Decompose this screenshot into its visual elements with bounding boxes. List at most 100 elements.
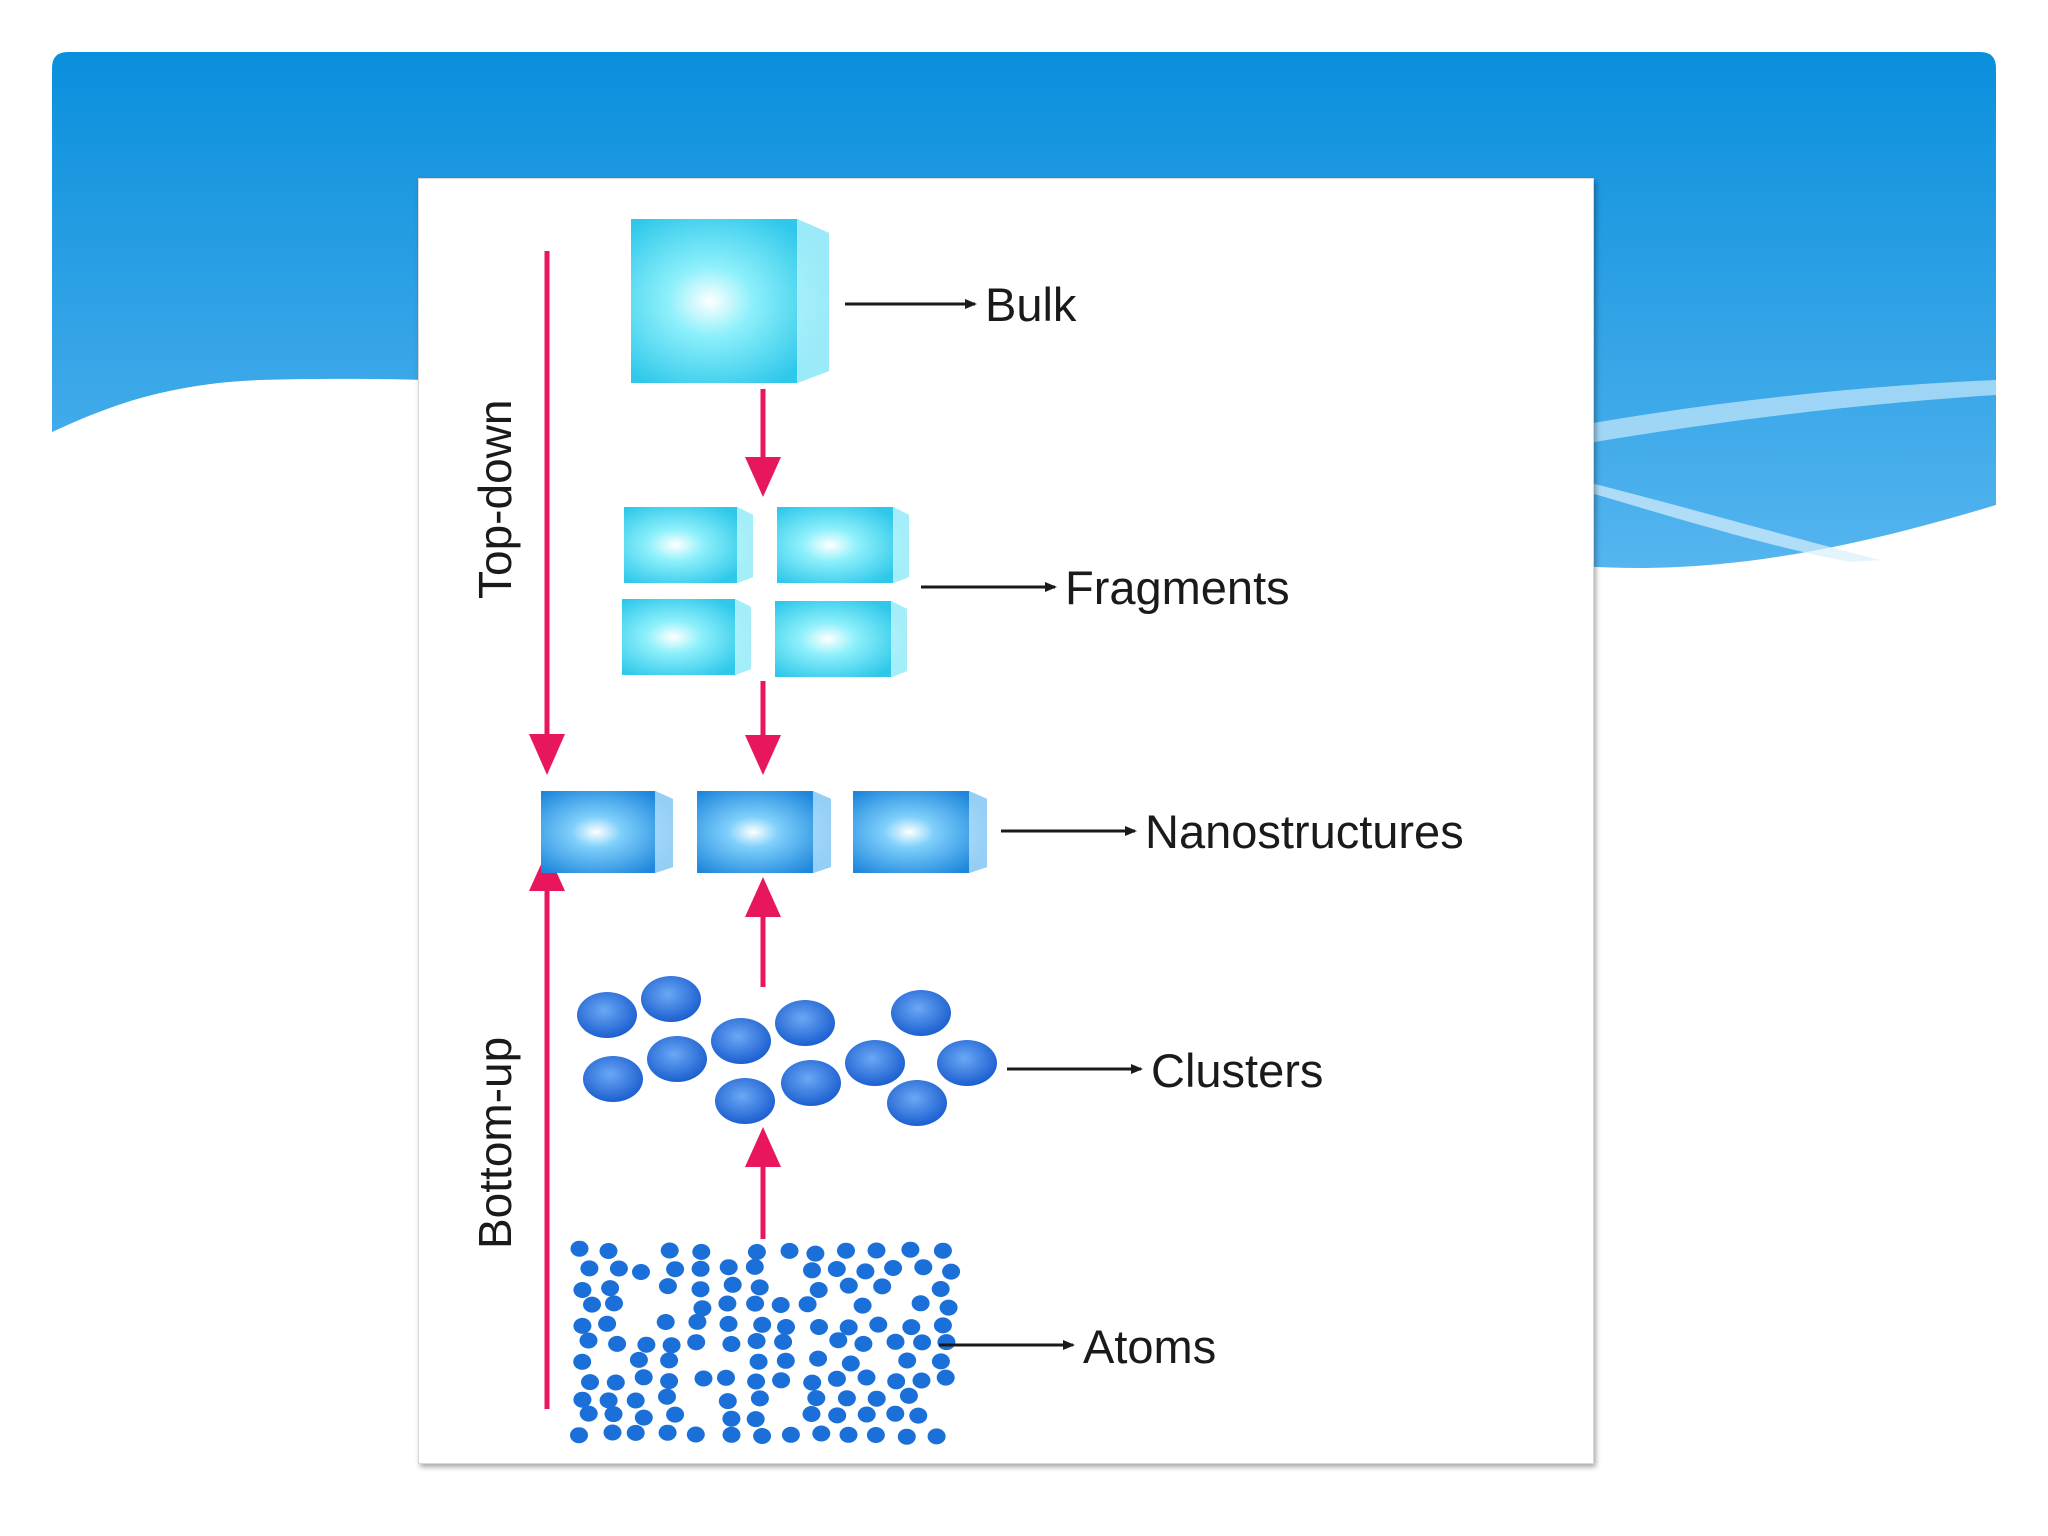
fragment [624,507,753,583]
fragment [775,601,907,677]
atom-dot [777,1319,795,1335]
atom-dot [691,1281,710,1298]
atom-dot [637,1336,656,1353]
atom-dot [909,1407,928,1424]
arrow-bulk-to-fragments [745,389,781,497]
atom-dot [867,1242,886,1259]
atom-dot [634,1409,653,1426]
atom-dot [692,1243,711,1260]
atom-dot [723,1276,742,1293]
nanostructure [697,791,831,873]
atom-dot [573,1353,592,1370]
atom-dot [856,1263,875,1280]
atom-dot [806,1245,825,1262]
atom-dot [747,1244,766,1260]
atom-dot [884,1260,903,1276]
atom-dot [857,1369,876,1386]
atom-dot [747,1333,766,1349]
atom-dot [898,1352,917,1369]
atom-dot [662,1337,681,1354]
atom-dot [666,1261,685,1278]
atom-dot [660,1242,679,1259]
atoms-label: Atoms [1083,1320,1216,1373]
atom-dot [658,1424,677,1441]
atom-dot [827,1261,846,1277]
cluster-particle [583,1056,643,1102]
cluster-particle [845,1040,905,1086]
atoms-group [570,1240,961,1445]
atom-dot [933,1242,952,1259]
atom-dot [841,1355,860,1372]
atom-dot [931,1281,950,1297]
atom-dot [750,1390,769,1407]
atom-dot [660,1373,679,1390]
atom-dot [942,1263,961,1280]
atom-dot [911,1295,930,1312]
atom-dot [931,1353,950,1370]
atom-dot [839,1319,858,1336]
atom-dot [606,1374,625,1391]
atom-dot [899,1387,918,1404]
cluster-particle [781,1060,841,1106]
atom-dot [687,1334,706,1351]
fragment [622,599,751,675]
atom-dot [722,1426,741,1443]
nanostructure [853,791,987,873]
bulk-block [631,219,829,383]
diagram-frame: Top-down Bottom-up Bulk [418,178,1594,1464]
atom-dot [839,1426,858,1443]
atom-dot [753,1428,772,1444]
atom-dot [803,1374,822,1391]
atom-dot [753,1316,772,1333]
bulk-label: Bulk [985,278,1077,331]
atom-dot [901,1241,920,1258]
atom-dot [807,1390,826,1407]
atom-dot [854,1335,873,1352]
cluster-particle [937,1040,997,1086]
atom-dot [693,1300,712,1317]
atom-dot [749,1353,768,1370]
atom-dot [598,1315,617,1332]
atom-dot [629,1351,648,1368]
atom-dot [573,1282,592,1298]
atom-dot [579,1405,598,1422]
atom-dot [658,1388,676,1405]
atom-dot [798,1296,817,1313]
atom-dot [626,1392,645,1409]
atom-dot [776,1352,795,1369]
atom-dot [717,1369,735,1386]
atom-dot [937,1334,956,1351]
atom-dot [886,1333,905,1350]
atom-dot [694,1370,713,1387]
atom-dot [886,1405,905,1422]
atom-dot [912,1372,931,1389]
atom-dot [781,1426,800,1443]
atom-dot [686,1426,705,1443]
atom-dot [746,1295,765,1312]
fragment [777,507,909,583]
atom-dot [660,1352,679,1369]
nanostructures-label: Nanostructures [1145,805,1464,858]
atom-dot [772,1372,791,1389]
cluster-particle [887,1080,947,1126]
atom-dot [913,1334,932,1351]
atom-dot [857,1406,876,1423]
atom-dot [866,1427,885,1443]
atom-dot [750,1279,769,1296]
atom-dot [803,1262,821,1279]
cluster-particle [775,1000,835,1046]
atom-dot [914,1259,933,1276]
atom-dot [666,1406,685,1423]
atom-dot [691,1260,710,1277]
atom-dot [873,1278,892,1295]
top-down-arrow [529,251,565,775]
atom-dot [718,1393,737,1410]
atom-dot [603,1424,622,1441]
atom-dot [902,1319,921,1336]
atom-dot [626,1424,645,1441]
nanostructures-group [541,791,987,873]
nanomaterial-synthesis-diagram: Top-down Bottom-up Bulk [469,219,1464,1445]
atom-dot [927,1428,946,1445]
atom-dot [580,1260,599,1277]
